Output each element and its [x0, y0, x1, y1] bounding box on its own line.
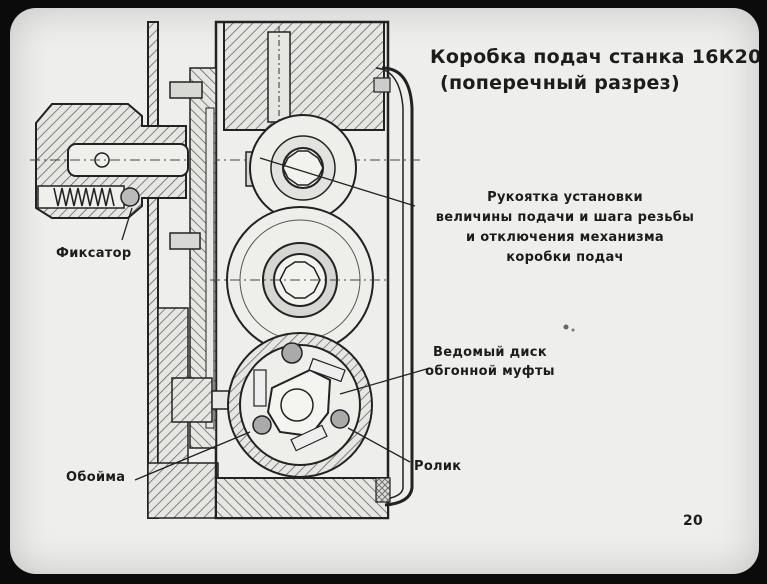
housing-bottom-block [215, 477, 389, 519]
middle-gear [210, 206, 390, 354]
slide: Коробка подач станка 16К20 (поперечный р… [10, 8, 759, 574]
slide-title-line1: Коробка подач станка 16К20 [430, 46, 759, 68]
fixator-label: Фиксатор [56, 246, 132, 261]
upper-gear [249, 114, 357, 222]
overrunning-clutch [227, 332, 373, 478]
handle-label-line1: Рукоятка установки [487, 190, 643, 205]
roller-label: Ролик [414, 459, 462, 474]
handle-label-line3: и отключения механизма [465, 230, 665, 245]
driven-disc-label-line2: обгонной муфты [425, 364, 555, 379]
gearbox-cross-section-drawing [30, 20, 575, 520]
slide-title-line2: (поперечный разрез) [439, 72, 681, 94]
handle-label-line4: коробки подач [506, 250, 624, 265]
right-cover [381, 66, 414, 507]
control-handle [30, 103, 420, 219]
page-number: 20 [683, 513, 704, 529]
cage-label: Обойма [66, 470, 126, 485]
driven-disc-label-line1: Ведомый диск [433, 345, 547, 360]
handle-label-line2: величины подачи и шага резьбы [435, 210, 695, 225]
leader-lines [121, 157, 431, 481]
housing-top-block [223, 21, 385, 131]
